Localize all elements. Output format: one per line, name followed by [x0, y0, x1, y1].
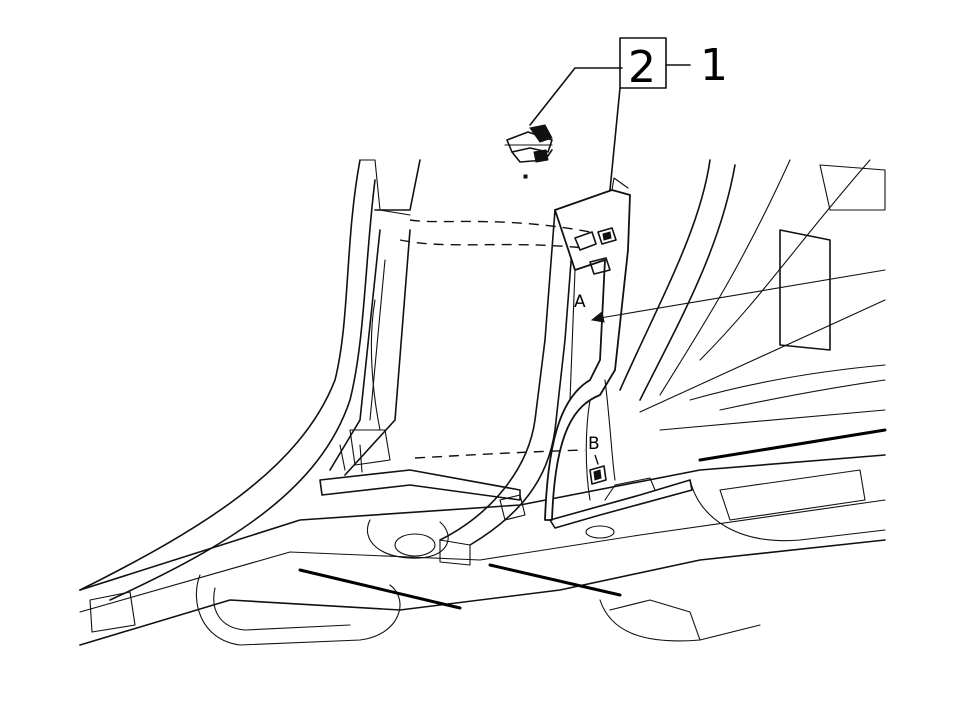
wiring-harness	[399, 219, 601, 471]
sill-trim	[319, 469, 693, 529]
clip-part	[504, 124, 553, 179]
marker-a: A	[574, 292, 586, 312]
trim-clips	[574, 227, 617, 485]
marker-b: B	[588, 434, 600, 454]
floor-pan	[79, 428, 887, 646]
callout-part-number: 2	[628, 42, 656, 93]
callout-leaders	[529, 37, 886, 413]
b-pillar	[439, 209, 576, 566]
rear-door-frame	[619, 159, 886, 431]
pillar-trim-panel	[544, 177, 631, 521]
front-door-frame	[79, 159, 421, 601]
callout-assembly-number: 1	[700, 40, 728, 91]
